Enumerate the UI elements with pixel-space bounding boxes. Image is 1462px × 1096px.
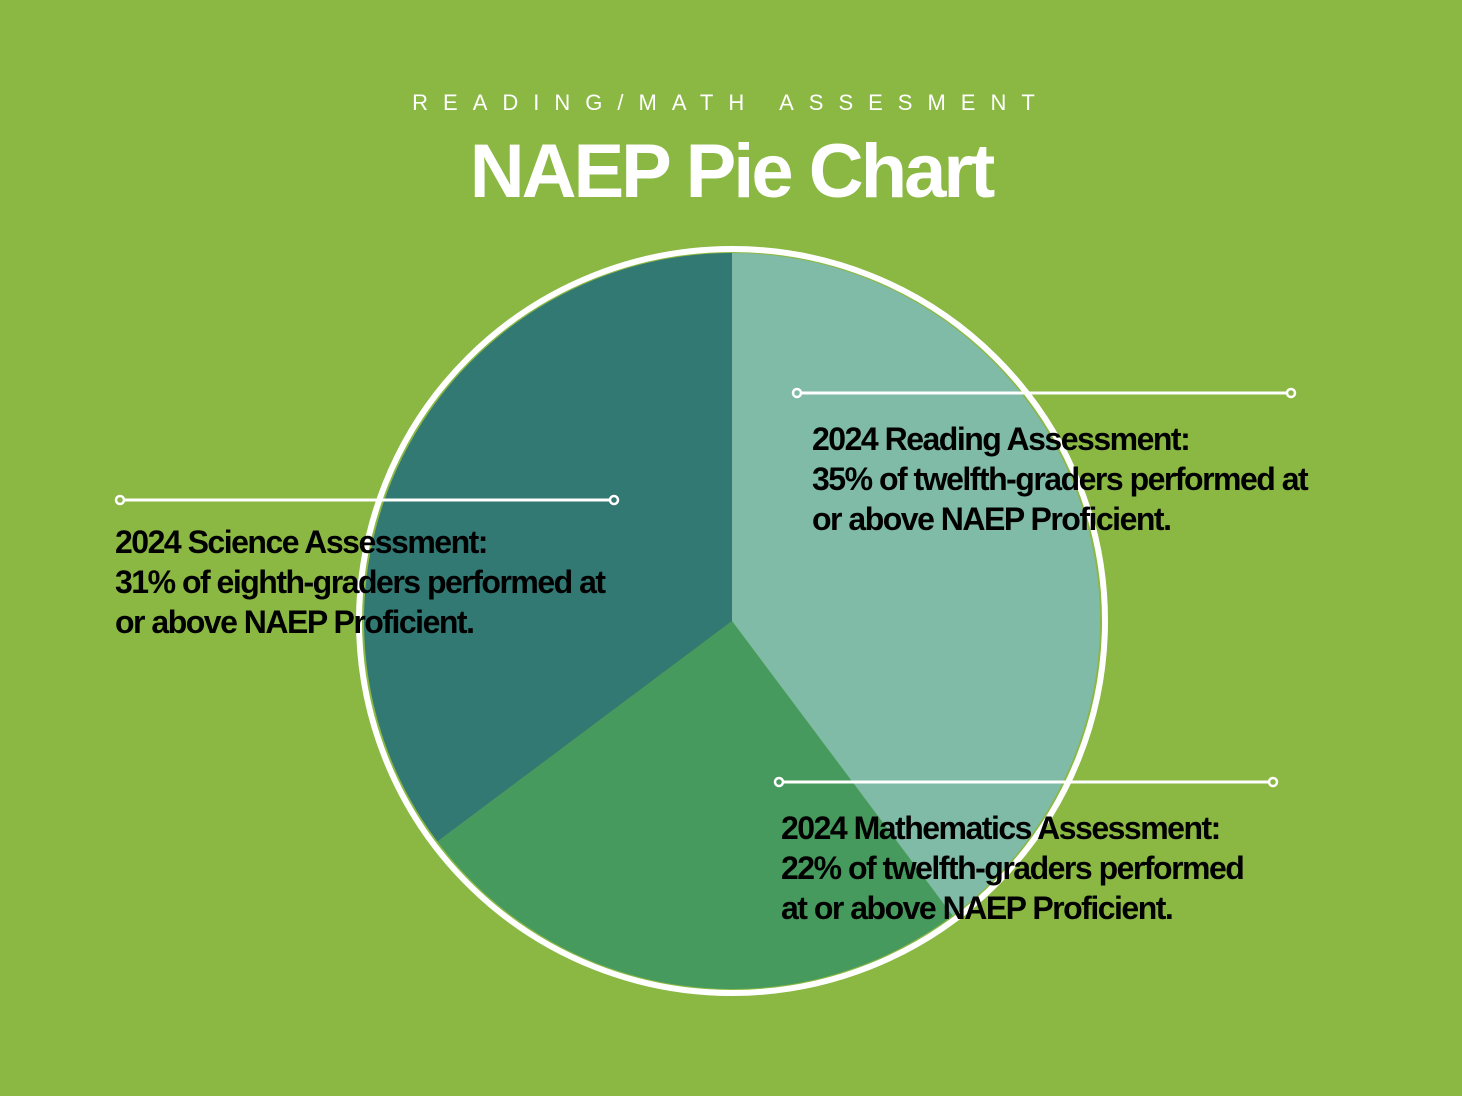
label-reading-line-1: 2024 Reading Assessment: [812, 421, 1191, 457]
label-reading: 2024 Reading Assessment: 35% of twelfth-… [812, 419, 1309, 539]
chart-subtitle: READING/MATH ASSESMENT [412, 90, 1050, 115]
leader-dot-science-start [114, 494, 126, 506]
chart-title: NAEP Pie Chart [469, 129, 996, 214]
label-science-line-2: 31% of eighth-graders performed at [115, 564, 606, 600]
pie-slice-reading [732, 253, 1101, 916]
label-reading-line-3: or above NAEP Proficient. [812, 501, 1172, 537]
leader-dot-math-end [1267, 776, 1279, 788]
pie-outline-ring [356, 246, 1108, 996]
leader-dot-reading-end [1285, 387, 1297, 399]
label-math-line-1: 2024 Mathematics Assessment: [781, 810, 1221, 846]
leader-dot-reading-start [791, 387, 803, 399]
leader-dot-science-end [608, 494, 620, 506]
label-math-line-3: at or above NAEP Proficient. [781, 890, 1174, 926]
leader-dot-math-start [773, 776, 785, 788]
label-science: 2024 Science Assessment: 31% of eighth-g… [115, 522, 606, 642]
label-science-line-3: or above NAEP Proficient. [115, 604, 475, 640]
pie-slice-science [364, 253, 732, 842]
label-math: 2024 Mathematics Assessment: 22% of twel… [781, 808, 1245, 928]
pie-slice-math [437, 621, 953, 989]
label-math-line-2: 22% of twelfth-graders performed [781, 850, 1245, 886]
label-reading-line-2: 35% of twelfth-graders performed at [812, 461, 1309, 497]
label-science-line-1: 2024 Science Assessment: [115, 524, 488, 560]
